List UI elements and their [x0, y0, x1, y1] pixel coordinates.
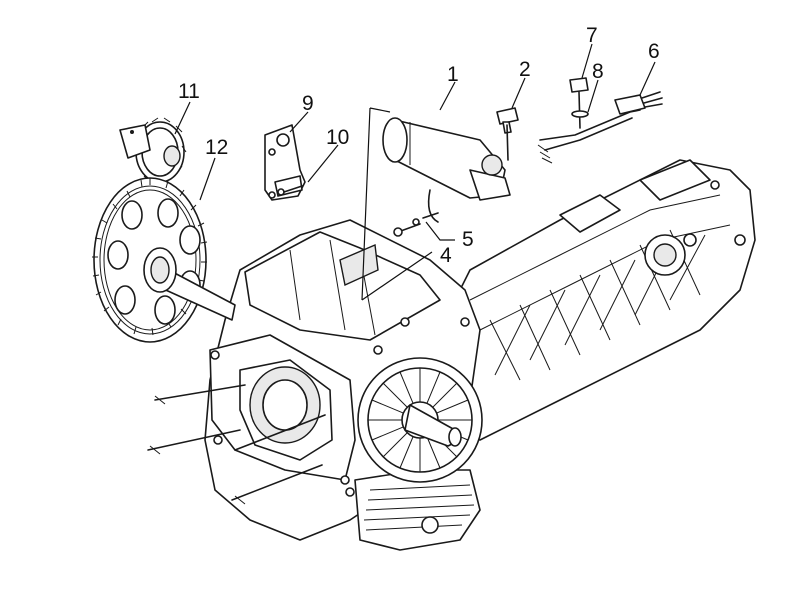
leader-8 [587, 79, 599, 113]
washer-8 [571, 110, 589, 118]
leader-lines [174, 43, 656, 301]
part-label-8: 8 [592, 60, 604, 83]
leader-7 [581, 43, 593, 79]
ring-gear [92, 177, 236, 343]
part-label-2: 2 [519, 58, 531, 81]
bolt-7 [569, 77, 589, 129]
leader-9 [289, 111, 309, 133]
bolt-2 [496, 107, 519, 161]
part-labels: 1 2 4 5 6 7 8 9 10 11 12 [178, 24, 660, 267]
leader-5 [425, 221, 455, 241]
part-label-6: 6 [648, 40, 660, 63]
leader-10 [307, 144, 339, 183]
screw-10 [277, 185, 303, 196]
part-label-10: 10 [326, 126, 349, 149]
part-label-1: 1 [447, 63, 459, 86]
part-label-9: 9 [302, 92, 314, 115]
leader-11 [174, 101, 191, 135]
leader-6 [639, 61, 656, 96]
part-label-7: 7 [586, 24, 598, 47]
starter-motor [382, 117, 511, 223]
starter-gear [119, 117, 187, 187]
leader-1 [439, 81, 456, 111]
part-label-4: 4 [440, 244, 452, 267]
part-label-11: 11 [178, 80, 200, 103]
part-label-12: 12 [205, 136, 228, 159]
leader-2 [511, 77, 526, 109]
part-label-5: 5 [462, 228, 474, 251]
engine-crankcase [147, 159, 756, 551]
wire-harness [537, 91, 663, 164]
bracket-9 [264, 124, 306, 201]
leader-4 [361, 107, 433, 301]
screw-and-washer [393, 212, 439, 237]
leader-12 [199, 157, 216, 201]
